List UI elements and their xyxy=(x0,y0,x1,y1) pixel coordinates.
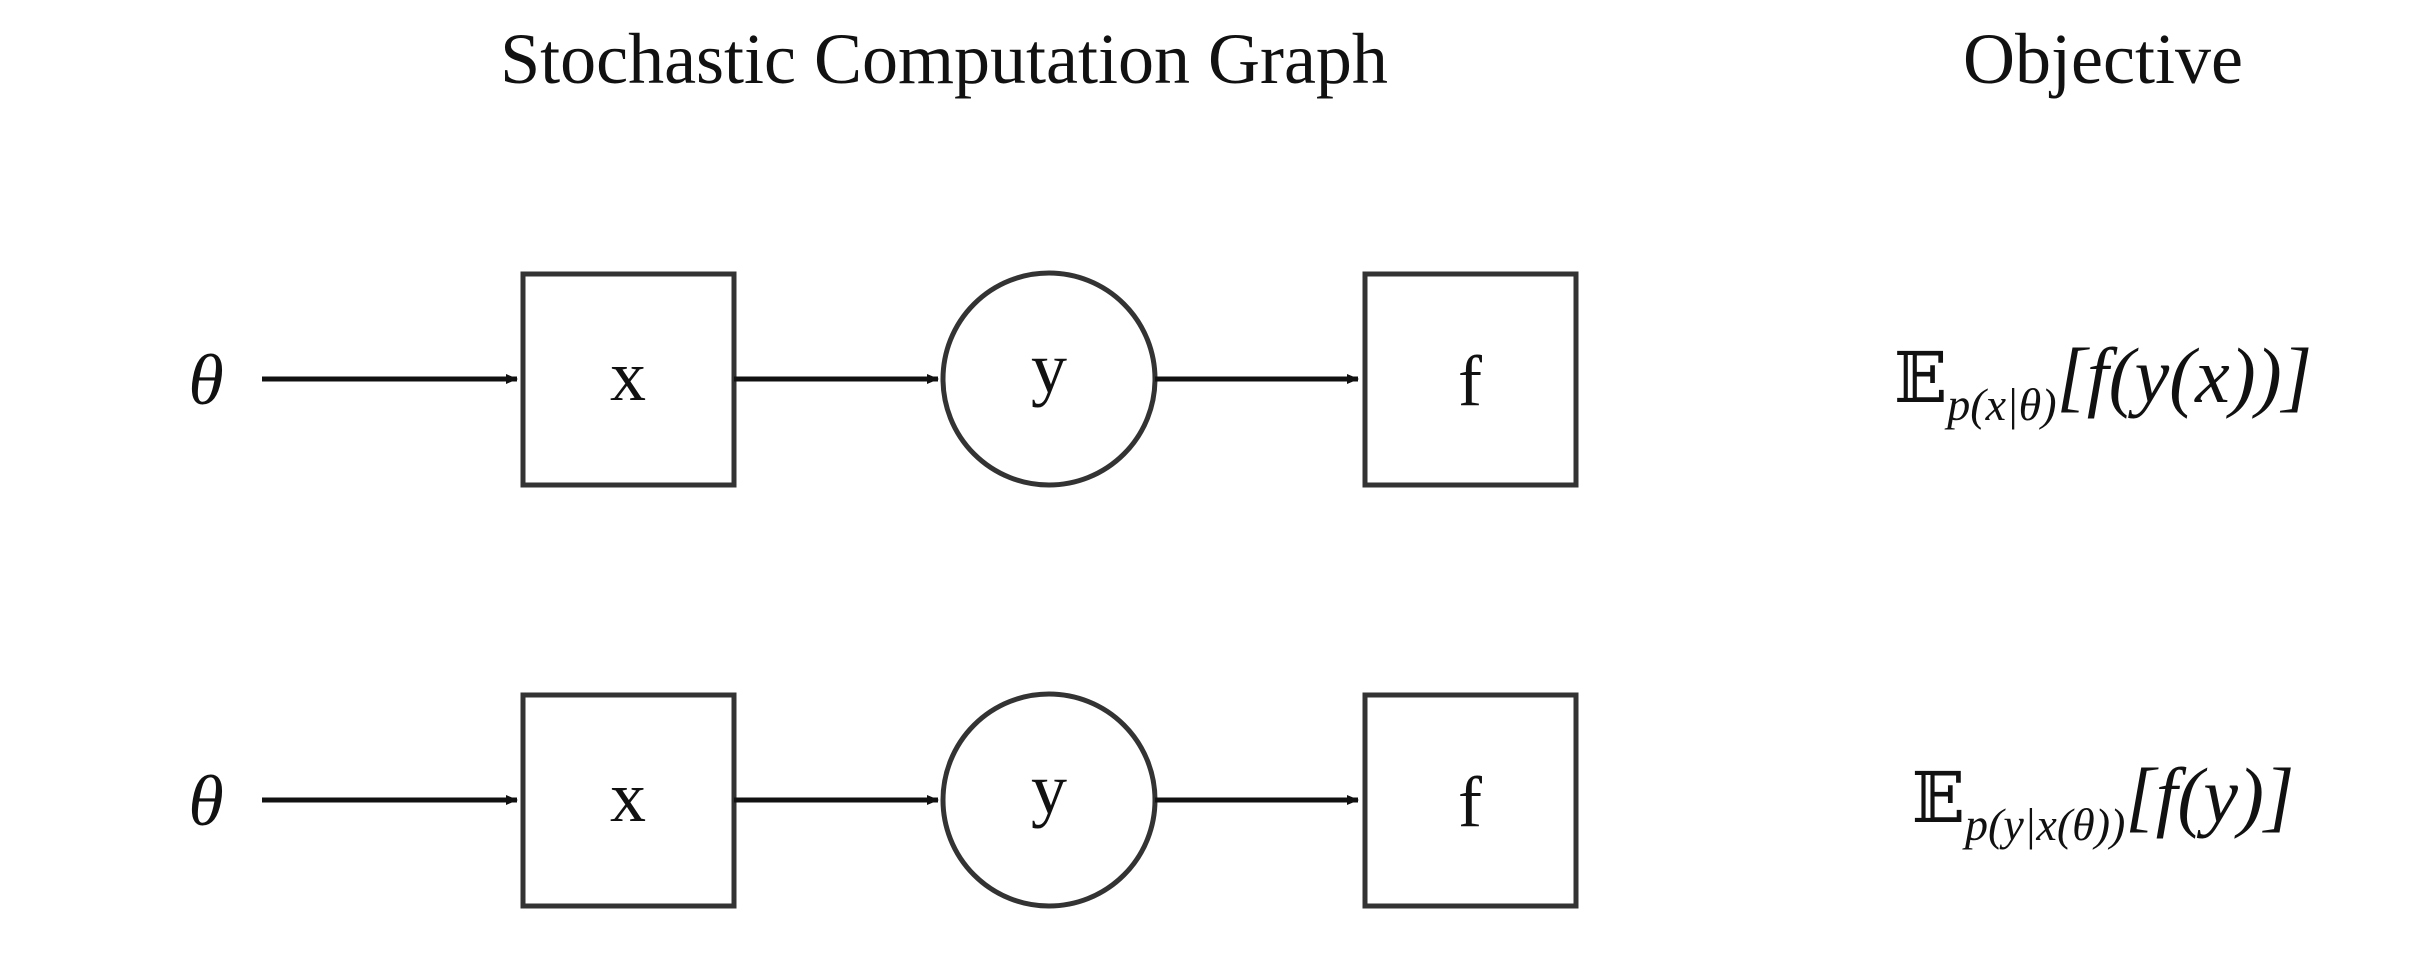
node-y-label: y xyxy=(1031,749,1067,829)
expectation-subscript: p(y|x(θ)) xyxy=(1962,799,2125,850)
objective-formula-2: 𝔼p(y|x(θ))[f(y)] xyxy=(1912,752,2295,850)
node-x-label: x xyxy=(610,336,646,416)
graph-column-header: Stochastic Computation Graph xyxy=(500,19,1388,99)
node-f-square xyxy=(1362,692,1579,909)
expectation-subscript: p(x|θ) xyxy=(1944,379,2056,430)
node-x-square xyxy=(520,692,737,909)
node-y-label: y xyxy=(1031,328,1067,408)
theta-input-label: θ xyxy=(188,340,223,420)
expectation-operator: 𝔼 xyxy=(1894,337,1947,419)
node-f-label: f xyxy=(1458,341,1482,421)
graph-row-1: θ x y f 𝔼p(x|θ)[f(y(x))] xyxy=(188,270,2312,488)
node-x-label: x xyxy=(610,757,646,837)
objective-column-header: Objective xyxy=(1963,19,2243,99)
objective-expression: [f(y(x))] xyxy=(2057,332,2313,419)
graph-row-2: θ x y f 𝔼p(y|x(θ))[f(y)] xyxy=(188,691,2295,909)
expectation-operator: 𝔼 xyxy=(1912,757,1965,839)
theta-input-label: θ xyxy=(188,761,223,841)
objective-expression: [f(y)] xyxy=(2125,752,2294,839)
node-f-label: f xyxy=(1458,762,1482,842)
objective-formula-1: 𝔼p(x|θ)[f(y(x))] xyxy=(1894,332,2312,430)
node-f-square xyxy=(1362,271,1579,488)
